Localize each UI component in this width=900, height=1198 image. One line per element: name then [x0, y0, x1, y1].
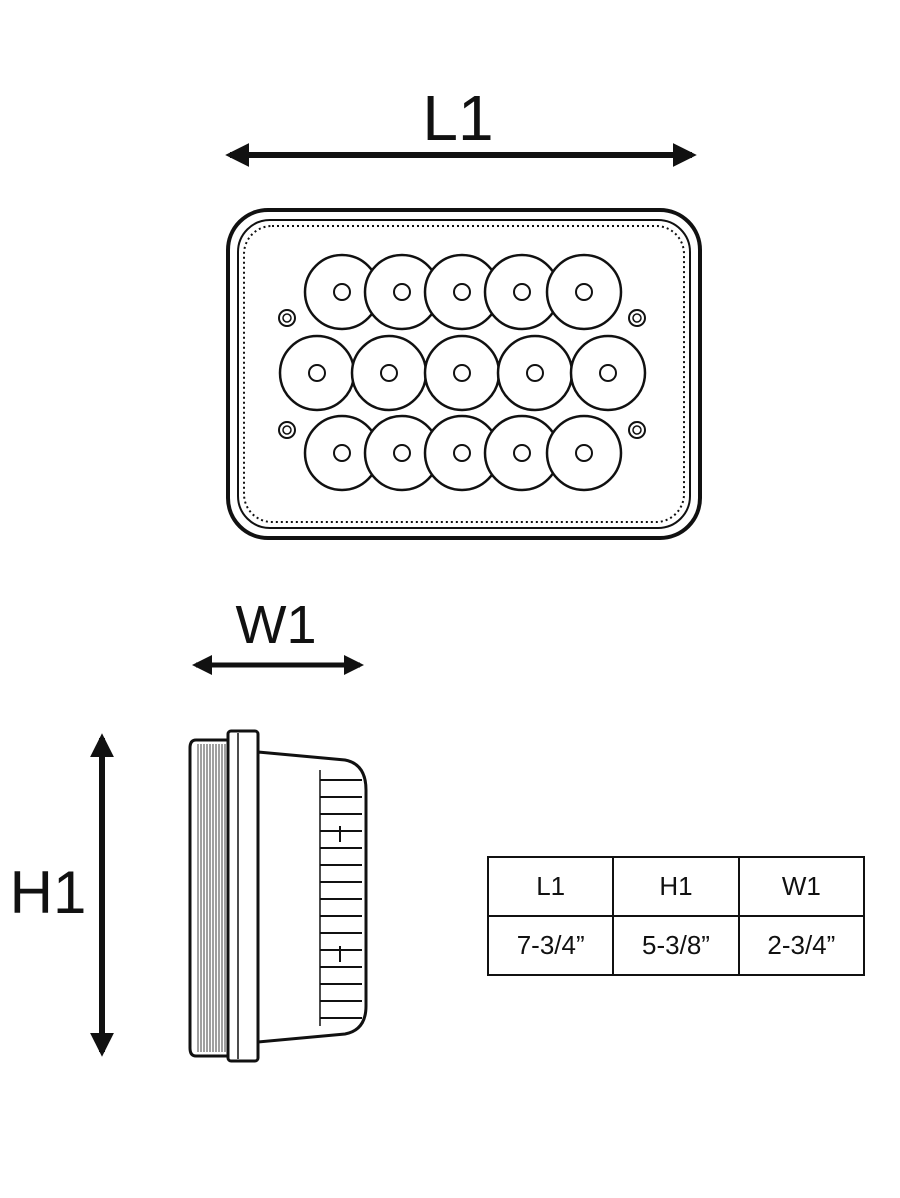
led-lens	[545, 253, 623, 331]
spec-value-l1: 7-3/4”	[486, 915, 615, 976]
led-lens	[569, 334, 647, 412]
led-array	[278, 253, 647, 492]
headlight-side-view	[188, 729, 368, 1063]
led-lens	[545, 414, 623, 492]
spec-header-w1: W1	[737, 856, 866, 917]
spec-value-w1: 2-3/4”	[737, 915, 866, 976]
led-lens	[423, 334, 501, 412]
led-lens	[483, 253, 561, 331]
headlight-bead-ring	[243, 225, 685, 523]
mounting-screws	[278, 309, 646, 439]
led-lens	[363, 414, 441, 492]
led-lens	[278, 334, 356, 412]
led-lens	[303, 414, 381, 492]
w1-label: W1	[236, 595, 317, 655]
mounting-screw	[628, 309, 646, 327]
headlight-inner-frame	[237, 219, 691, 529]
headlight-front-view	[226, 208, 702, 540]
spec-header-h1: H1	[612, 856, 740, 917]
mounting-screw	[278, 309, 296, 327]
spec-value-row: 7-3/4” 5-3/8” 2-3/4”	[486, 915, 866, 976]
mounting-screw	[278, 421, 296, 439]
heat-sink-fins	[319, 770, 362, 1026]
led-lens	[423, 253, 501, 331]
side-bezel	[226, 729, 260, 1063]
side-housing	[256, 750, 368, 1044]
dimension-spec-table: L1 H1 W1 7-3/4” 5-3/8” 2-3/4”	[486, 856, 866, 976]
mounting-screw	[628, 421, 646, 439]
led-lens	[350, 334, 428, 412]
spec-value-h1: 5-3/8”	[612, 915, 740, 976]
l1-label: L1	[422, 82, 493, 154]
led-lens	[483, 414, 561, 492]
led-lens	[496, 334, 574, 412]
side-lens-ridges	[197, 744, 226, 1052]
spec-header-l1: L1	[486, 856, 615, 917]
led-lens	[303, 253, 381, 331]
spec-header-row: L1 H1 W1	[486, 856, 866, 917]
h1-label: H1	[10, 859, 87, 926]
